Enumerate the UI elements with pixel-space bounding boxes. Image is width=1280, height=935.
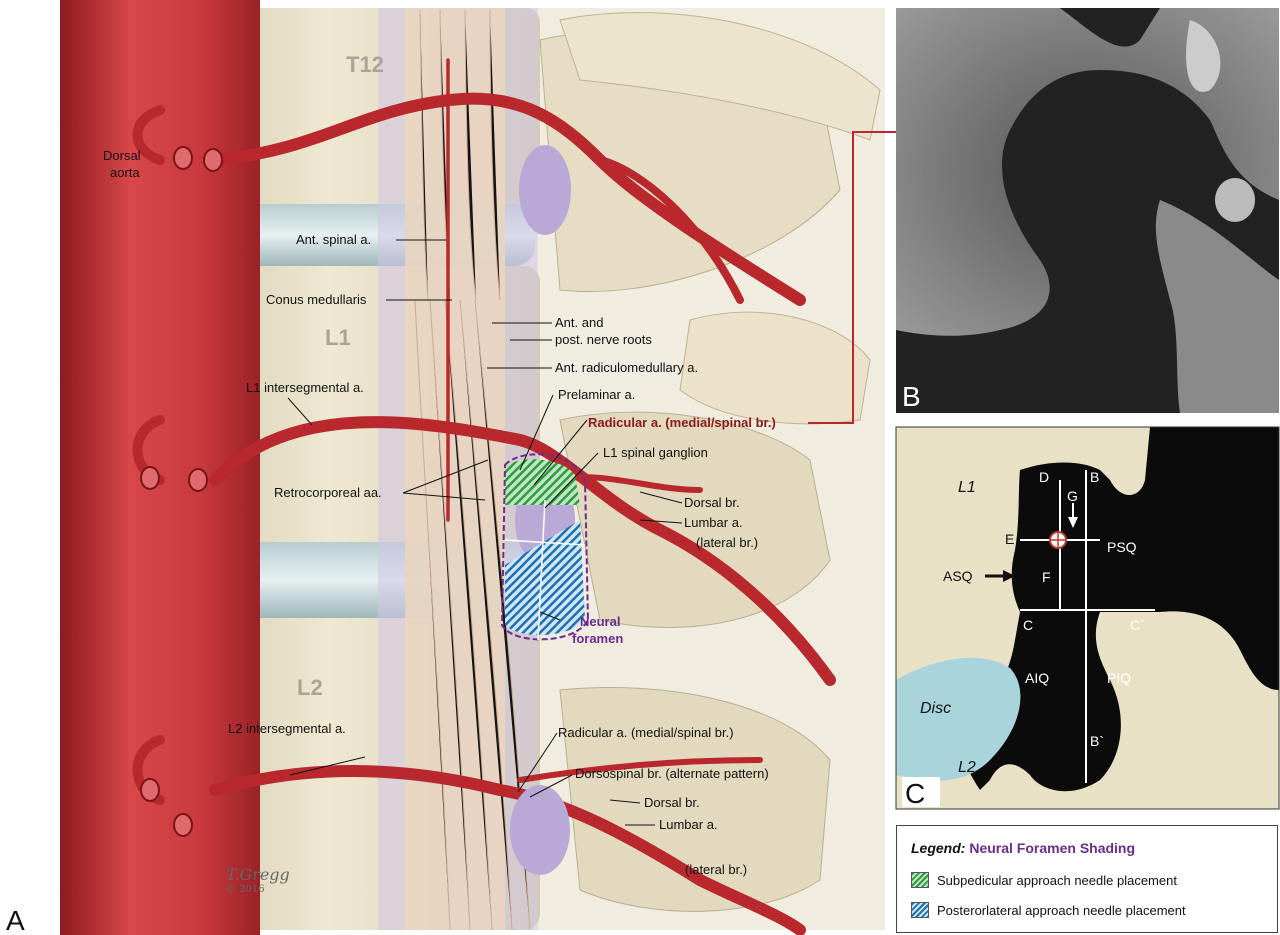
label-dorsal-branch-2: Dorsal br. [644, 795, 700, 810]
panel-c-label-c-prime: C` [1130, 617, 1145, 633]
panel-c-label-asq: ASQ [943, 568, 973, 584]
label-prelaminar-artery: Prelaminar a. [558, 387, 635, 402]
legend: Legend: Neural Foramen Shading Subpedicu… [896, 825, 1278, 933]
legend-title: Legend: Neural Foramen Shading [911, 840, 1135, 856]
label-ant-spinal-artery: Ant. spinal a. [296, 232, 371, 247]
panel-b-ct-image: B [896, 8, 1279, 413]
label-conus-medullaris: Conus medullaris [266, 292, 367, 307]
label-lumbar-artery-2: Lumbar a. [659, 817, 718, 832]
legend-title-italic: Legend: [911, 840, 965, 856]
spinal-ganglion-t12 [519, 145, 571, 235]
label-l1-intersegmental: L1 intersegmental a. [246, 380, 364, 395]
label-retrocorporeal: Retrocorporeal aa. [274, 485, 382, 500]
panel-c-label-piq: PIQ [1107, 670, 1131, 686]
label-dorsospinal-branch: Dorsospinal br. (alternate pattern) [575, 766, 769, 781]
vertebra-label-l1: L1 [325, 325, 351, 350]
legend-item-label: Posterorlateral approach needle placemen… [937, 903, 1186, 918]
panel-c-label-g: G [1067, 488, 1078, 504]
vertebra-label-t12: T12 [346, 52, 384, 77]
panel-c-label-d: D [1039, 469, 1049, 485]
label-lumbar-artery: Lumbar a. [684, 515, 743, 530]
panel-letter-a: A [6, 905, 25, 935]
label-foramen: foramen [572, 631, 623, 646]
legend-swatch-blue [911, 902, 929, 918]
panel-c-label-b-prime: B` [1090, 733, 1104, 749]
label-radiculomedullary-artery: Ant. radiculomedullary a. [555, 360, 698, 375]
copyright: © 2016 [226, 884, 265, 895]
label-lateral-branch-2: (lateral br.) [685, 862, 747, 877]
legend-title-subtitle: Neural Foramen Shading [969, 840, 1135, 856]
spinal-ganglion-l2 [510, 785, 570, 875]
label-l2-intersegmental: L2 intersegmental a. [228, 721, 346, 736]
panel-c-label-f: F [1042, 569, 1051, 585]
panel-c-label-b: B [1090, 469, 1099, 485]
legend-swatch-green [911, 872, 929, 888]
panel-c-label-l2: L2 [958, 759, 976, 776]
label-nerve-roots-line2: post. nerve roots [555, 332, 652, 347]
panel-c-label-e: E [1005, 531, 1014, 547]
label-dorsal-aorta-line2: aorta [110, 165, 140, 180]
artist-signature: T.Gregg [226, 865, 290, 884]
panel-letter-b: B [902, 381, 921, 412]
label-nerve-roots: Ant. and [555, 315, 603, 330]
panel-c-label-disc: Disc [920, 700, 951, 717]
panel-c-schematic: L1 L2 Disc D B G E PSQ ASQ F C C` AIQ PI… [896, 427, 1279, 809]
legend-item-posterolateral: Posterorlateral approach needle placemen… [911, 902, 1186, 918]
panel-c-label-l1: L1 [958, 479, 976, 496]
legend-item-label: Subpedicular approach needle placement [937, 873, 1177, 888]
label-lateral-branch: (lateral br.) [696, 535, 758, 550]
label-radicular-artery-top: Radicular a. (medial/spinal br.) [588, 415, 776, 430]
label-dorsal-branch: Dorsal br. [684, 495, 740, 510]
label-dorsal-aorta: Dorsal [103, 148, 141, 163]
panel-c-label-c: C [1023, 617, 1033, 633]
vertebra-label-l2: L2 [297, 675, 323, 700]
panel-c-label-psq: PSQ [1107, 539, 1137, 555]
panel-c-label-aiq: AIQ [1025, 670, 1049, 686]
legend-item-subpedicular: Subpedicular approach needle placement [911, 872, 1177, 888]
label-l1-spinal-ganglion: L1 spinal ganglion [603, 445, 708, 460]
label-radicular-artery-bottom: Radicular a. (medial/spinal br.) [558, 725, 734, 740]
label-neural: Neural [580, 614, 620, 629]
panel-letter-c: C [905, 778, 925, 809]
